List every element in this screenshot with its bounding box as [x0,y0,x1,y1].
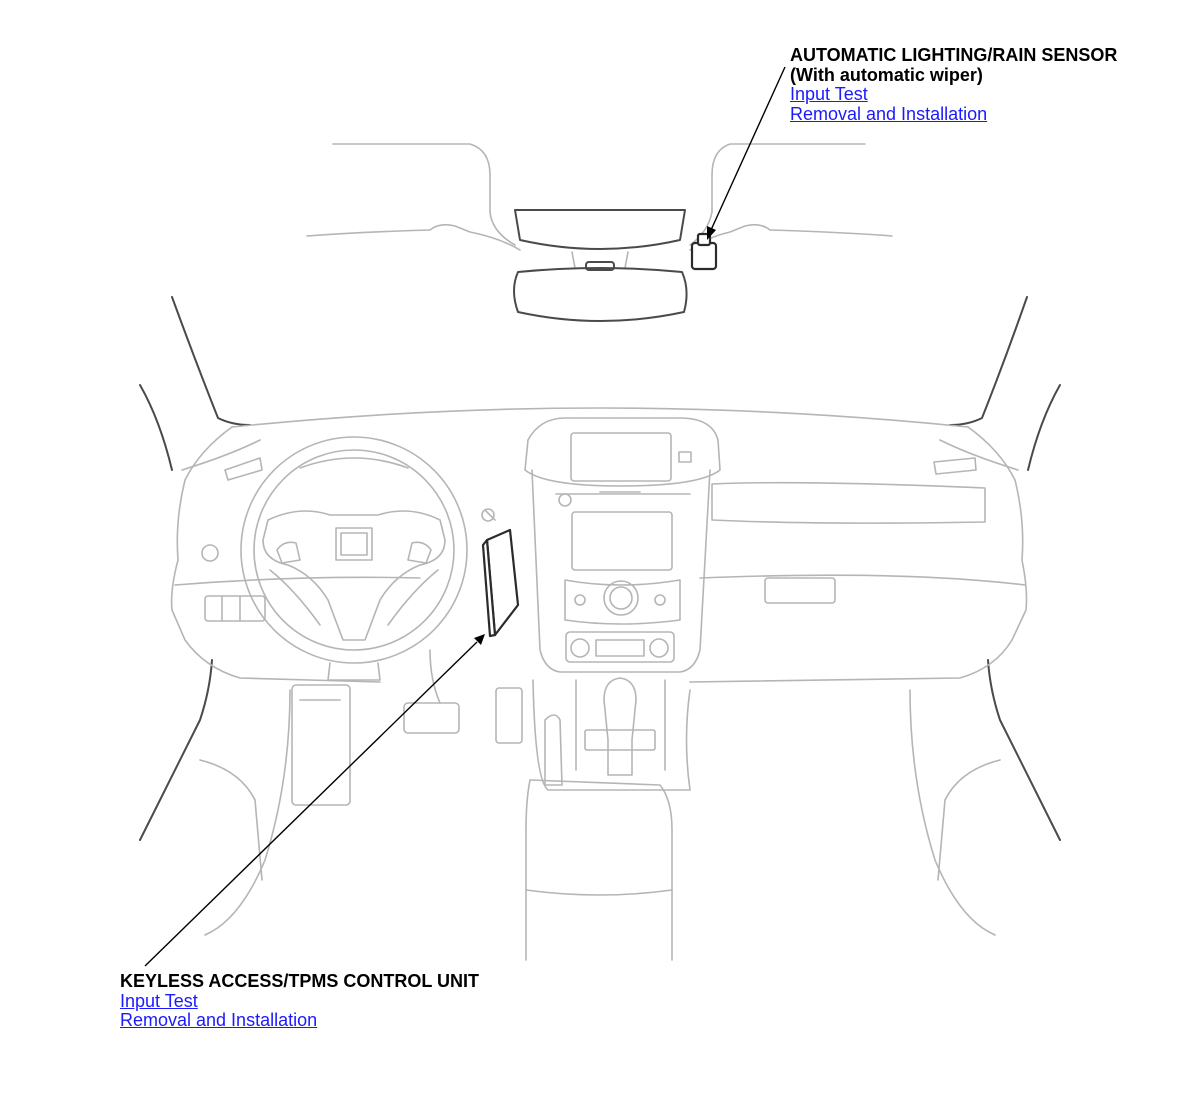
right-vent [711,457,986,604]
pedal-area [291,649,523,806]
keyless-title: KEYLESS ACCESS/TPMS CONTROL UNIT [120,971,480,991]
center-stack [524,417,721,673]
keyless-callout: KEYLESS ACCESS/TPMS CONTROL UNIT Input T… [120,971,480,1031]
windshield-header [306,143,893,251]
steering-wheel [240,436,496,664]
rain-sensor-title: AUTOMATIC LIGHTING/RAIN SENSOR [790,45,1118,65]
rearview-mirror [513,251,688,322]
floor-outline [199,689,1001,936]
keyless-access-unit [481,528,520,638]
keyless-input-test-link[interactable]: Input Test [120,990,198,1011]
sensor-leader [707,66,786,240]
a-pillars [139,296,1061,841]
rain-sensor-removal-link[interactable]: Removal and Installation [790,103,988,124]
rain-sensor-input-test-link[interactable]: Input Test [790,84,868,104]
keyless-removal-link[interactable]: Removal and Installation [120,1010,318,1030]
center-console [525,677,691,961]
keyless-leader [144,634,485,967]
rain-sensor-subtitle: (With automatic wiper) [790,64,983,85]
left-vent [201,457,266,622]
rain-sensor-unit [690,232,718,271]
overhead-console [514,209,686,250]
dashboard [170,407,1028,683]
rain-sensor-callout: AUTOMATIC LIGHTING/RAIN SENSOR (With aut… [790,45,1118,124]
